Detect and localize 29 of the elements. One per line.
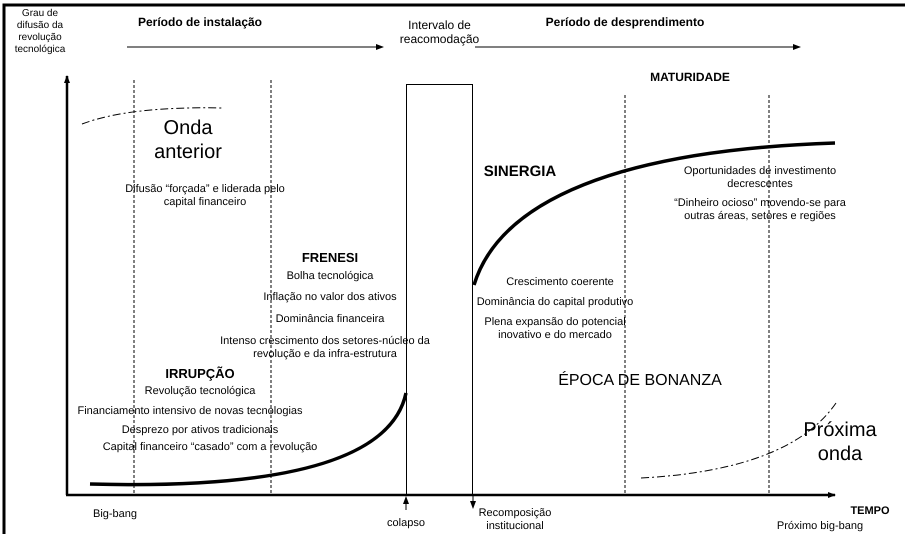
axis-title: TEMPO: [850, 505, 890, 518]
time-marker: Big-bang: [92, 508, 138, 522]
description-text: Plena expansão do potencial inovativo e do mercado: [483, 316, 627, 342]
wave-label: Próxima onda: [802, 418, 878, 466]
era-label: ÉPOCA DE BONANZA: [558, 371, 722, 390]
description-text: Desprezo por ativos tradicionais: [122, 424, 278, 438]
description-text: Difusão “forçada” e liderada pelo capital financeiro: [124, 183, 286, 210]
description-text: Crescimento coerente: [506, 276, 614, 290]
description-text: “Dinheiro ocioso” movendo-se para outras áreas, setores e regiões: [673, 197, 847, 224]
description-text: Revolução tecnológica: [144, 385, 256, 398]
description-text: Dominância financeira: [276, 313, 384, 326]
wave-label: Onda anterior: [153, 116, 223, 164]
time-marker: Próximo big-bang: [776, 520, 864, 534]
description-text: Capital financeiro “casado” com a revolução: [102, 441, 318, 454]
axis-title: Grau de difusão da revolução tecnológica: [14, 8, 66, 56]
description-text: Inflação no valor dos ativos: [263, 291, 397, 304]
phase-heading: IRRUPÇÃO: [165, 366, 235, 382]
interval-heading: Intervalo de reacomodação: [398, 18, 480, 47]
description-text: Dominância do capital produtivo: [476, 296, 634, 310]
period-heading: Período de desprendimento: [546, 15, 704, 30]
time-marker: colapso: [387, 517, 425, 530]
phase-heading: MATURIDADE: [650, 70, 730, 84]
description-text: Oportunidades de investimento decrescentes: [682, 165, 838, 192]
period-heading: Período de instalação: [138, 15, 262, 30]
time-marker: Recomposição institucional: [478, 507, 552, 534]
description-text: Financiamento intensivo de novas tecnologias: [77, 405, 303, 418]
description-text: Bolha tecnológica: [286, 270, 374, 284]
phase-heading: SINERGIA: [484, 163, 556, 181]
phase-heading: FRENESI: [302, 250, 358, 266]
